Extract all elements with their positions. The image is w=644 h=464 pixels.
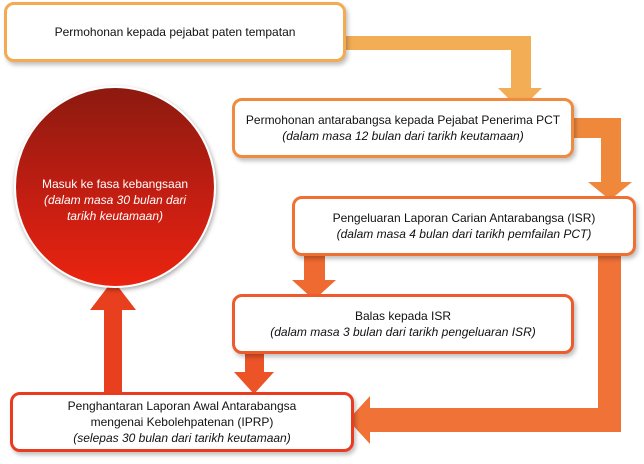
step-4-title: Balas kepada ISR <box>354 309 452 323</box>
step-1-title: Permohonan kepada pejabat paten tempatan <box>54 25 296 39</box>
step-3-note: (dalam masa 4 bulan dari tarikh pemfaila… <box>336 227 592 241</box>
step-5-note: (selepas 30 bulan dari tarikh keutamaan) <box>73 431 291 445</box>
final-stage-circle: Masuk ke fasa kebangsaan (dalam masa 30 … <box>14 86 216 288</box>
step-2-box: Permohonan antarabangsa kepada Pejabat P… <box>232 98 574 158</box>
step-3-box: Pengeluaran Laporan Carian Antarabangsa … <box>292 196 636 256</box>
step-1-box: Permohonan kepada pejabat paten tempatan <box>4 2 346 62</box>
step-2-note: (dalam masa 12 bulan dari tarikh keutama… <box>282 129 524 143</box>
final-title: Masuk ke fasa kebangsaan <box>41 177 189 191</box>
step-3-title: Pengeluaran Laporan Carian Antarabangsa … <box>332 211 596 225</box>
arrow-step3-to-step5 <box>348 256 621 444</box>
arrow-step3-to-step4 <box>292 256 336 300</box>
final-note: (dalam masa 30 bulan dari tarikh keutama… <box>43 193 187 223</box>
arrow-step2-to-step3 <box>574 118 632 200</box>
arrow-step5-to-final <box>90 280 136 392</box>
arrow-step4-to-step5 <box>234 354 274 394</box>
step-4-note: (dalam masa 3 bulan dari tarikh pengelua… <box>270 325 536 339</box>
step-4-box: Balas kepada ISR (dalam masa 3 bulan dar… <box>232 294 574 354</box>
step-2-title: Permohonan antarabangsa kepada Pejabat P… <box>245 113 561 127</box>
step-5-title: Penghantaran Laporan Awal Antarabangsa m… <box>67 399 297 429</box>
step-5-box: Penghantaran Laporan Awal Antarabangsa m… <box>10 392 354 452</box>
